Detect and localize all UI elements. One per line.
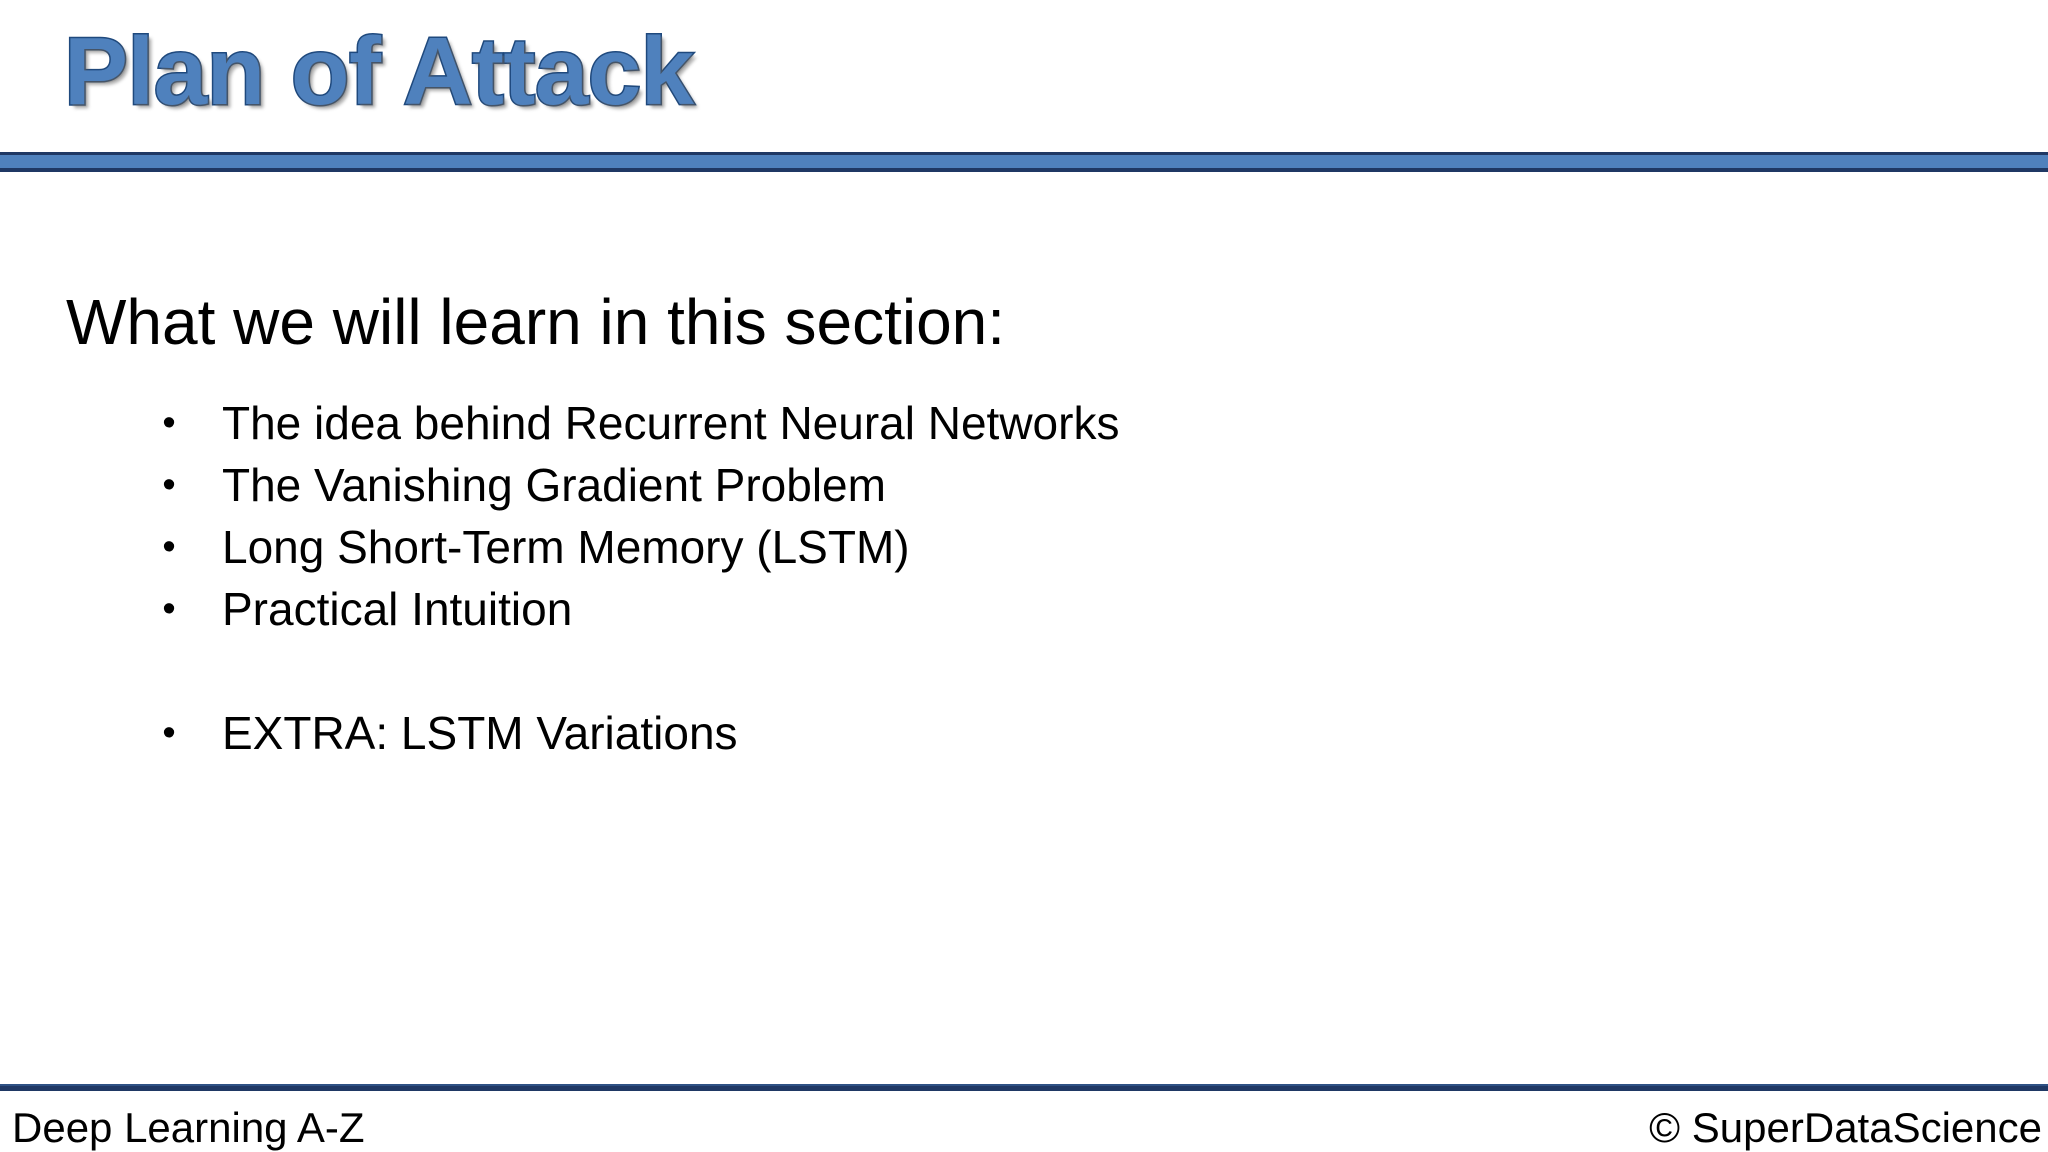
bullet-dot-icon: • [162,588,176,630]
bullet-dot-icon: • [162,526,176,568]
page-title: Plan of Attack [63,18,696,125]
footer-separator-top-line [0,1084,2048,1086]
footer-separator-main-line [0,1086,2048,1091]
body-heading: What we will learn in this section: [66,286,1006,358]
header-separator-top-line [0,152,2048,155]
header-separator-band [0,155,2048,168]
title-area: Plan of Attack [0,0,2048,156]
list-item-label: Practical Intuition [222,583,573,635]
bullet-list: • The idea behind Recurrent Neural Netwo… [148,392,1848,764]
list-item-label: The idea behind Recurrent Neural Network… [222,397,1120,449]
list-item-label: EXTRA: LSTM Variations [222,707,738,759]
footer-copyright-label: © SuperDataScience [1649,1104,2042,1151]
list-item-label: Long Short-Term Memory (LSTM) [222,521,910,573]
footer-course-label: Deep Learning A-Z [12,1104,365,1151]
bullet-dot-icon: • [162,402,176,444]
list-item: • The idea behind Recurrent Neural Netwo… [148,392,1848,454]
body-area: What we will learn in this section: • Th… [0,174,2048,1074]
list-item: • EXTRA: LSTM Variations [148,702,1848,764]
header-separator-bottom-line [0,168,2048,172]
header-separator [0,152,2048,174]
list-item: • Long Short-Term Memory (LSTM) [148,516,1848,578]
list-item: • Practical Intuition [148,578,1848,640]
bullet-dot-icon: • [162,464,176,506]
footer-separator [0,1084,2048,1091]
bullet-dot-icon: • [162,712,176,754]
footer: Deep Learning A-Z © SuperDataScience [0,1091,2048,1152]
list-item: • The Vanishing Gradient Problem [148,454,1848,516]
list-item-label: The Vanishing Gradient Problem [222,459,886,511]
